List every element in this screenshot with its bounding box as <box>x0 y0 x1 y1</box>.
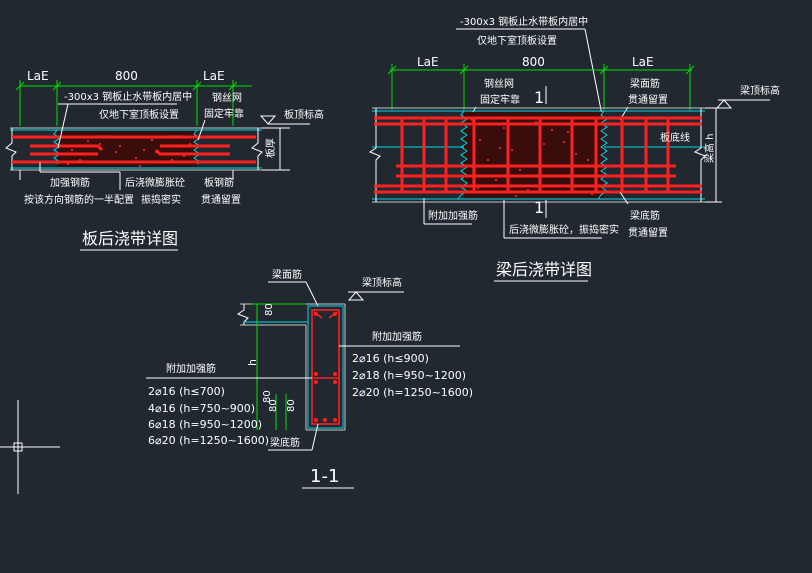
beam-slab-bottom-line: 板底线 <box>660 131 690 144</box>
section-left-item-4: 6⌀20 (h=1250~1600) <box>148 434 269 447</box>
section-left-note-title: 附加加强筋 <box>166 362 216 375</box>
slab-note-waterstop-1: -300x3 钢板止水带板内居中 <box>64 90 192 103</box>
slab-dim-lae-right: LaE <box>203 69 225 83</box>
section-1-1-detail: 梁面筋 梁顶标高 80 h 80 <box>146 268 473 489</box>
section-bottom-bar-label: 梁底筋 <box>270 436 300 449</box>
section-right-item-3: 2⌀20 (h=1250~1600) <box>352 386 473 399</box>
slab-top-elevation: 板顶标高 <box>284 108 324 121</box>
section-right-note-title: 附加加强筋 <box>372 330 422 343</box>
beam-note-top-bar-2: 贯通留置 <box>628 93 668 106</box>
beam-detail-title: 梁后浇带详图 <box>496 260 592 279</box>
beam-stirrups <box>400 118 670 192</box>
beam-section-mark-bottom: 1 <box>534 198 544 217</box>
section-dim-80-a: 80 <box>268 399 279 412</box>
slab-note-concrete-2: 振捣密实 <box>141 193 181 206</box>
slab-note-waterstop-2: 仅地下室顶板设置 <box>99 108 179 121</box>
section-dim-h: h <box>246 359 259 366</box>
section-right-item-1: 2⌀16 (h≤900) <box>352 352 429 365</box>
beam-note-waterstop-2: 仅地下室顶板设置 <box>477 34 557 47</box>
slab-note-rebar-2: 按该方向钢筋的一半配置 <box>24 193 134 206</box>
beam-dim-800: 800 <box>522 55 545 69</box>
beam-note-bottom-bar-2: 贯通留置 <box>628 226 668 239</box>
slab-post-cast-strip-detail: LaE 800 LaE <box>5 69 324 251</box>
section-top-bar-label: 梁面筋 <box>272 268 302 281</box>
section-right-item-2: 2⌀18 (h=950~1200) <box>352 369 466 382</box>
section-rebar-dots <box>314 312 337 422</box>
section-left-item-2: 4⌀16 (h=750~900) <box>148 402 255 415</box>
section-dim-80-top: 80 <box>264 303 275 316</box>
section-left-item-3: 6⌀18 (h=950~1200) <box>148 418 262 431</box>
beam-note-bottom-bar-1: 梁底筋 <box>630 209 660 222</box>
slab-note-mesh-2: 固定牢靠 <box>204 107 244 120</box>
slab-dim-lae-left: LaE <box>27 69 49 83</box>
slab-note-slab-bar-2: 贯通留置 <box>201 193 241 206</box>
section-dim-80-b: 80 <box>262 390 273 403</box>
slab-detail-title: 板后浇带详图 <box>82 229 178 248</box>
section-top-elevation: 梁顶标高 <box>362 276 402 289</box>
ucs-crosshair-icon <box>0 400 60 494</box>
beam-note-top-bar-1: 梁面筋 <box>630 77 660 90</box>
beam-top-elevation: 梁顶标高 <box>740 84 780 97</box>
beam-dim-lae-right: LaE <box>632 55 654 69</box>
beam-concrete-fill <box>464 112 604 198</box>
slab-dim-800: 800 <box>115 69 138 83</box>
beam-dim-lae-left: LaE <box>417 55 439 69</box>
slab-note-rebar-1: 加强钢筋 <box>50 176 90 189</box>
slab-thickness-label: 板厚 <box>264 138 277 158</box>
beam-note-extra-bar: 附加加强筋 <box>428 209 478 222</box>
beam-note-mesh-2: 固定牢靠 <box>480 93 520 106</box>
slab-note-concrete-1: 后浇微膨胀砼 <box>125 176 185 189</box>
slab-note-mesh-1: 钢丝网 <box>212 91 242 104</box>
beam-post-cast-strip-detail: -300x3 钢板止水带板内居中 仅地下室顶板设置 LaE 800 LaE 钢丝… <box>368 15 780 282</box>
beam-height-label: 梁高 h <box>703 133 716 163</box>
beam-note-mesh-1: 钢丝网 <box>484 77 514 90</box>
beam-concrete-speckle <box>471 119 599 197</box>
beam-note-concrete: 后浇微膨胀砼，振捣密实 <box>509 223 619 236</box>
beam-section-mark-top: 1 <box>534 88 544 107</box>
section-dim-80-c: 80 <box>286 399 297 412</box>
slab-note-slab-bar-1: 板钢筋 <box>204 176 234 189</box>
section-title: 1-1 <box>310 466 339 487</box>
section-left-item-1: 2⌀16 (h≤700) <box>148 385 225 398</box>
beam-note-waterstop-1: -300x3 钢板止水带板内居中 <box>460 15 588 28</box>
